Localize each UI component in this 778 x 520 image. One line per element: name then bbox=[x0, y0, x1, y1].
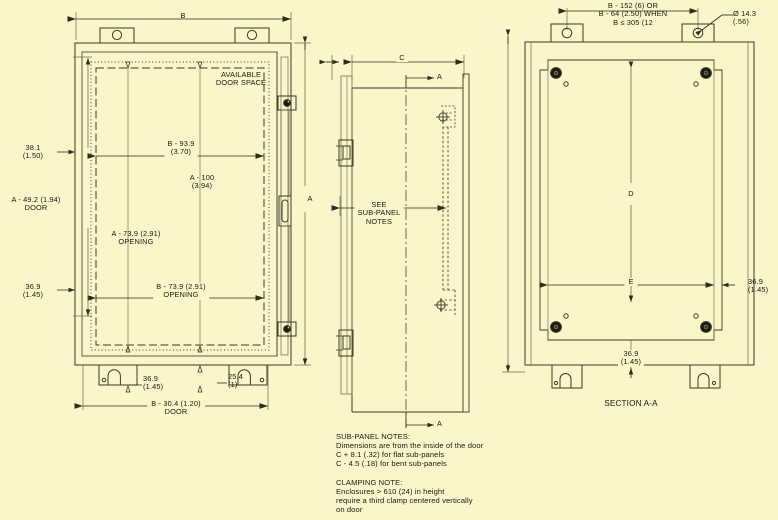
dim-label-foot-left: 36.9 (1.45) bbox=[143, 374, 164, 392]
front-construction-lines bbox=[127, 68, 201, 352]
clamping-note-line-2: on door bbox=[336, 505, 363, 514]
door-latch-hardware bbox=[277, 95, 297, 337]
subpanel-corner-stud-top-right bbox=[693, 67, 712, 87]
section-arrow-bottom bbox=[405, 412, 435, 428]
clamping-note-line-0: Enclosures > 610 (24) in height bbox=[336, 487, 445, 496]
dim-line-A-right bbox=[294, 36, 311, 366]
front-tick-arrows-top bbox=[125, 61, 203, 70]
subpanel-notes-title: SUB-PANEL NOTES: bbox=[336, 432, 411, 441]
label-see-subpanel-notes: SEE SUB-PANEL NOTES bbox=[354, 200, 404, 227]
door-opening-dotted-boundary bbox=[90, 61, 270, 351]
dim-label-38-1: 38.1 (1.50) bbox=[22, 143, 44, 161]
subpanel-notes-line-2: C - 4.5 (.18) for bent sub-panels bbox=[336, 459, 447, 468]
subpanel-dashed-outline bbox=[440, 127, 456, 315]
top-mounting-lug-left bbox=[99, 27, 135, 44]
dim-label-B-30-4-door: B - 30.4 (1.20) DOOR bbox=[147, 399, 205, 417]
section-arrow-label-top: A bbox=[437, 72, 443, 81]
subpanel-corner-stud-bottom-left bbox=[550, 313, 569, 333]
section-bottom-foot-left bbox=[551, 365, 583, 389]
side-view-body bbox=[340, 73, 470, 413]
dim-label-36-9-bottom: 36.9 (1.45) bbox=[617, 349, 645, 367]
subpanel-stud-lower bbox=[434, 298, 448, 312]
subpanel-corner-stud-bottom-right bbox=[693, 313, 712, 333]
subpanel-notes-line-0: Dimensions are from the inside of the do… bbox=[336, 441, 484, 450]
dim-label-section-top: B - 152 (6) OR B - 64 (2.50) WHEN B ≤ 30… bbox=[598, 1, 668, 27]
section-left-overall-dim bbox=[502, 29, 525, 373]
subpanel-stud-upper bbox=[436, 105, 456, 128]
section-bottom-foot-right bbox=[689, 365, 721, 389]
clamping-note-line-1: require a third clamp centered verticall… bbox=[336, 496, 473, 505]
dim-label-A-opening: A - 73.9 (2.91) OPENING bbox=[111, 229, 161, 247]
dim-label-A-100: A - 100 (3.94) bbox=[189, 173, 215, 191]
section-enclosure-body bbox=[524, 41, 755, 366]
dim-label-C: C bbox=[396, 53, 408, 63]
subpanel-notes-line-1: C + 8.1 (.32) for flat sub-panels bbox=[336, 450, 445, 459]
dim-label-E: E bbox=[624, 277, 638, 287]
dim-label-B-top: B bbox=[180, 11, 186, 20]
clamping-note-title: CLAMPING NOTE: bbox=[336, 478, 403, 487]
dim-label-B-93-9: B - 93.9 (3.70) bbox=[164, 139, 198, 157]
top-mounting-lug-right bbox=[234, 27, 270, 44]
dim-label-A-right: A bbox=[307, 194, 313, 203]
dim-label-36-9-left: 36.9 (1.45) bbox=[22, 282, 44, 300]
available-door-space-dashed bbox=[95, 67, 265, 346]
side-view-hinge-lower bbox=[336, 329, 354, 357]
dim-leaders-feet bbox=[132, 382, 227, 386]
bottom-mounting-feet bbox=[98, 365, 268, 386]
front-tick-arrows-bottom bbox=[125, 344, 203, 393]
label-available-door-space: AVAILABLE DOOR SPACE bbox=[215, 70, 267, 88]
dim-line-A-door-left bbox=[73, 56, 92, 317]
section-subpanel-plate bbox=[539, 59, 723, 341]
section-arrow-label-bottom: A bbox=[437, 419, 443, 428]
side-view-hinge-upper bbox=[336, 139, 354, 167]
front-view-group bbox=[57, 12, 311, 410]
dim-label-A-door: A - 49.2 (1.94) DOOR bbox=[11, 195, 61, 213]
dim-label-hole-diameter: Ø 14.3 (.56) bbox=[733, 9, 757, 27]
leader-hole-diameter bbox=[695, 14, 733, 36]
dim-label-36-9-right: 36.9 (1.45) bbox=[748, 277, 769, 295]
section-arrow-top bbox=[405, 75, 435, 88]
side-view-group bbox=[319, 55, 470, 428]
dim-label-D: D bbox=[628, 189, 634, 198]
section-aa-caption: SECTION A-A bbox=[604, 399, 658, 408]
enclosure-outer-body bbox=[74, 42, 292, 366]
dim-label-B-opening: B - 73.9 (2.91) OPENING bbox=[153, 282, 209, 300]
dim-label-foot-right: 25.4 (1) bbox=[228, 372, 243, 390]
subpanel-corner-stud-top-left bbox=[550, 67, 569, 87]
